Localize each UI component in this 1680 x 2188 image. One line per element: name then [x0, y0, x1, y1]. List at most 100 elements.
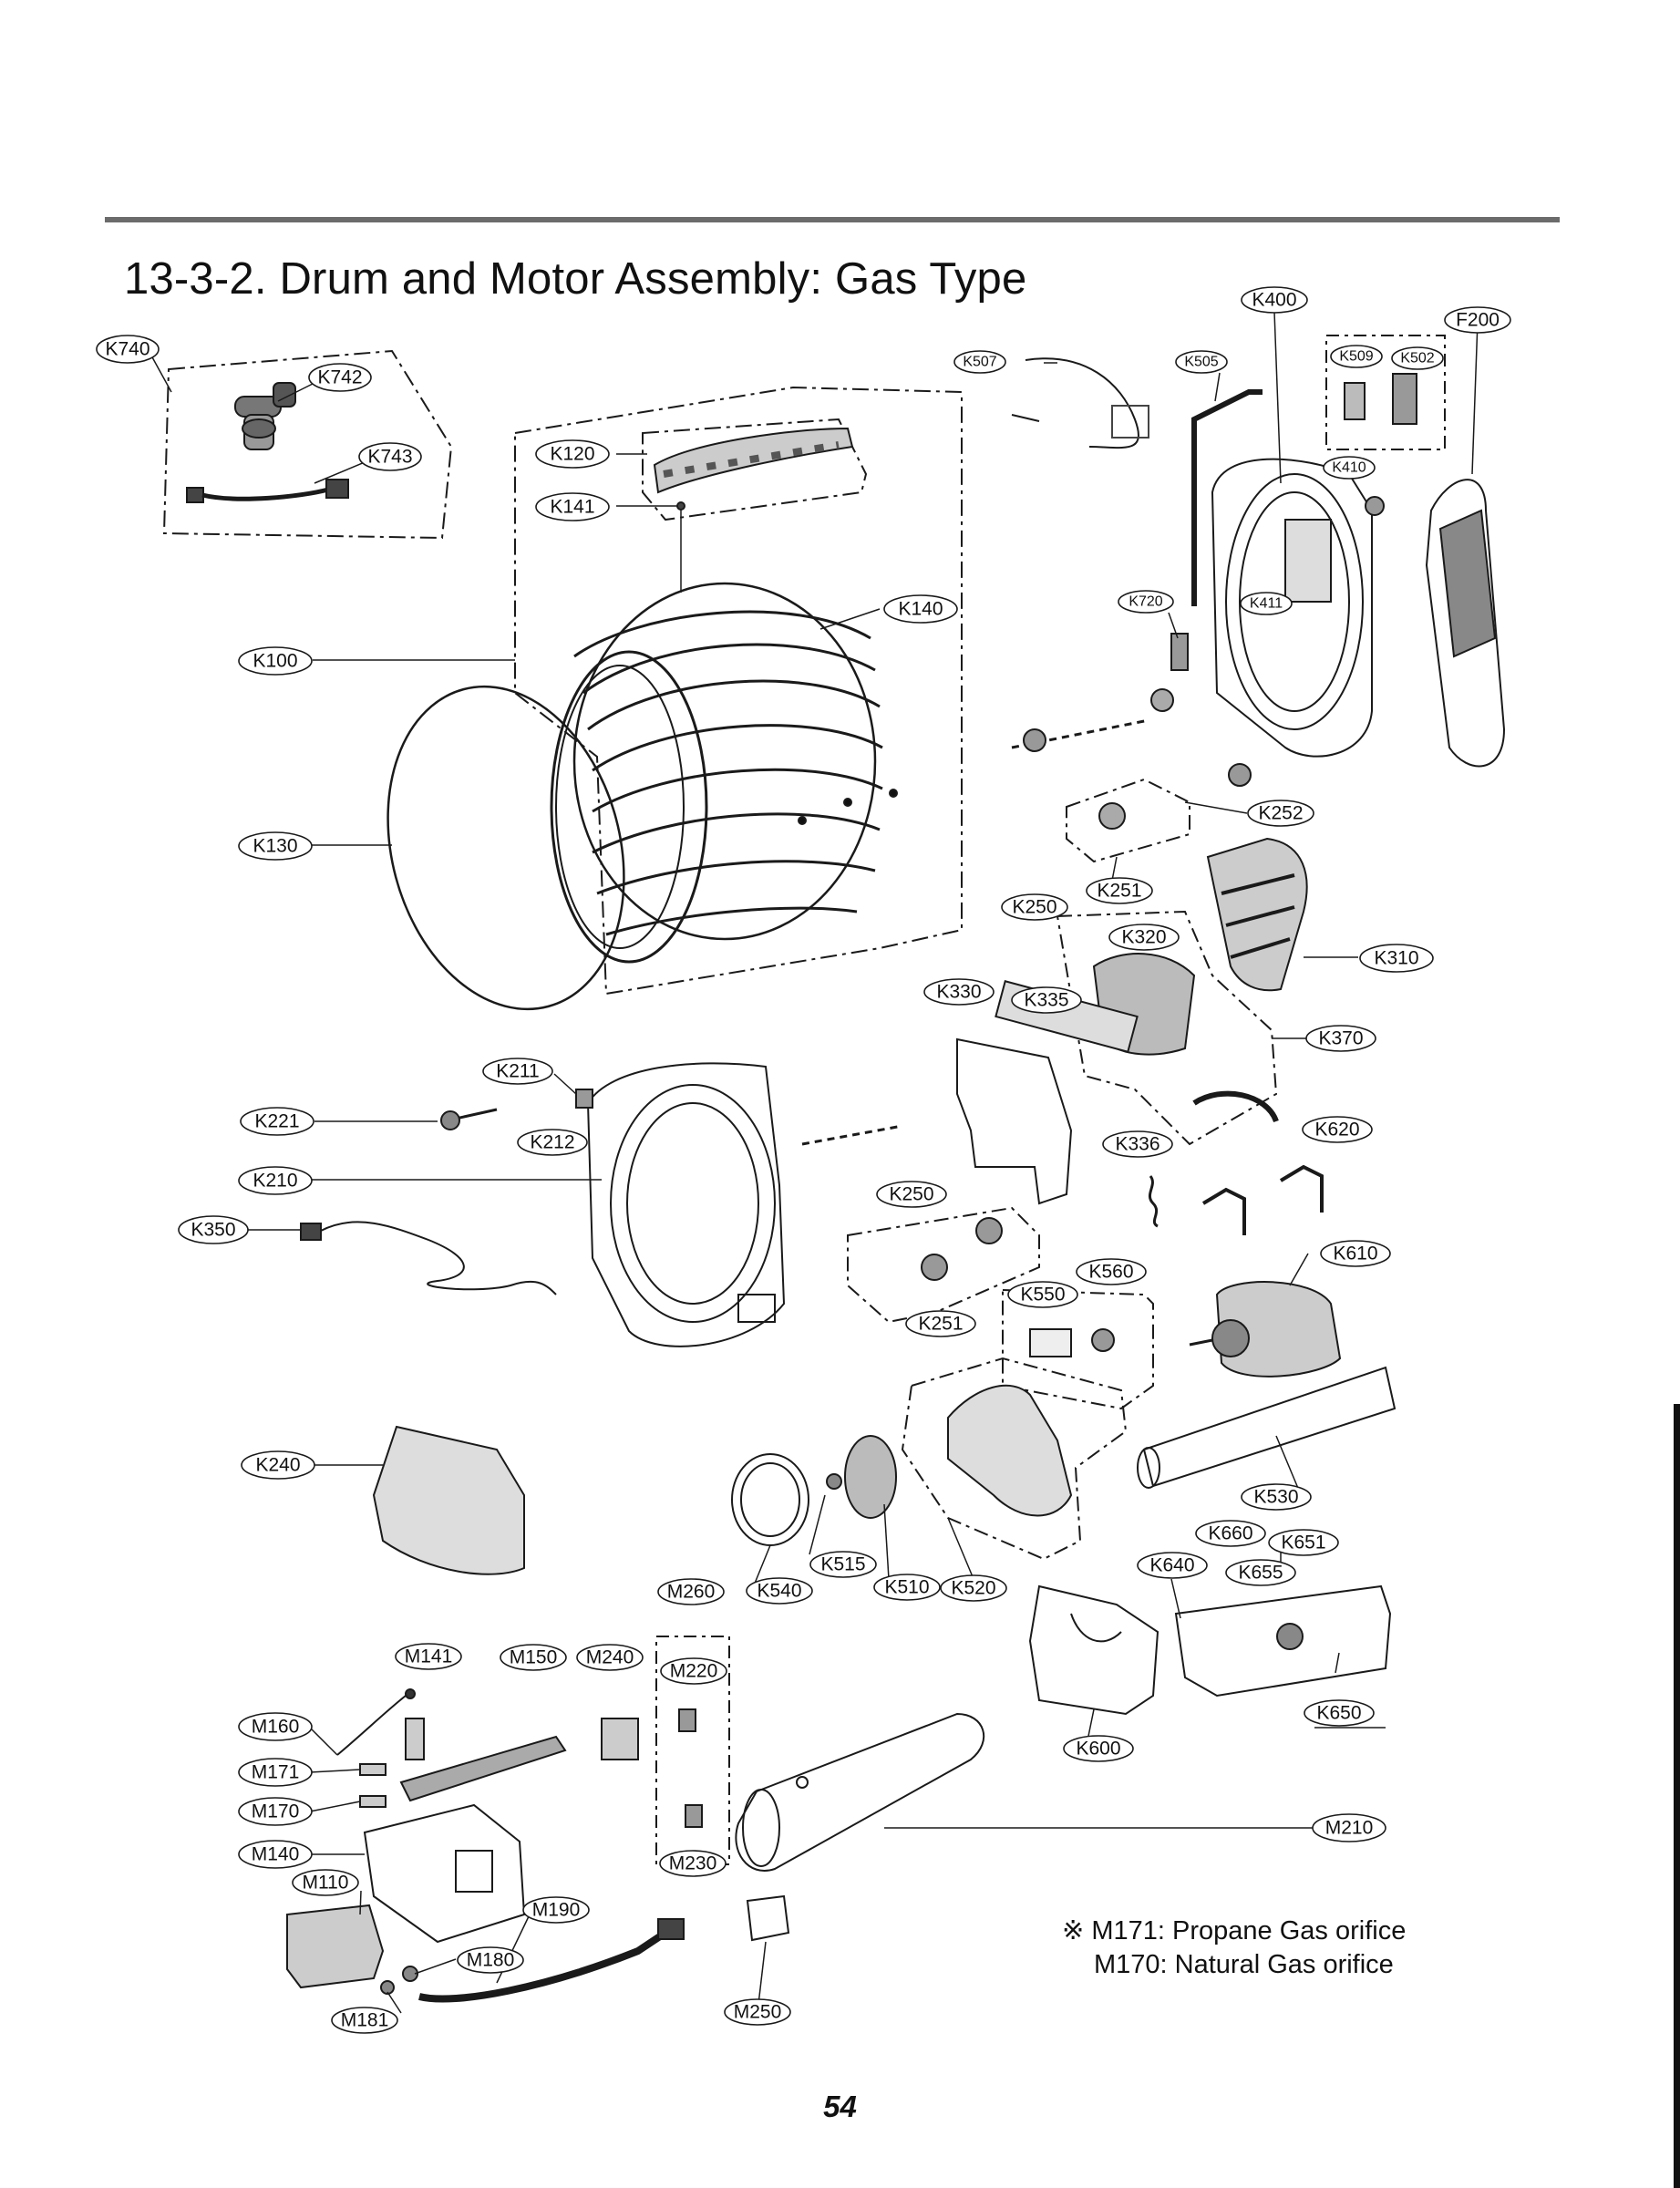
callout-m220: M220	[670, 1661, 718, 1682]
seal-k370	[1192, 1090, 1279, 1123]
gas-pipe-m190	[418, 1929, 668, 2003]
burner-tube-m210	[735, 1712, 985, 1872]
leader-lines	[150, 311, 1479, 2014]
k509-k502-group-box	[1325, 335, 1446, 450]
gas-hose-k743	[186, 479, 349, 503]
part-k550	[1029, 1328, 1072, 1357]
callout-k655: K655	[1238, 1563, 1283, 1584]
callout-m170: M170	[252, 1801, 300, 1822]
bracket-m250	[746, 1894, 790, 1942]
gas-valve-m110	[286, 1904, 385, 1989]
blower-wheel-k510	[844, 1435, 897, 1519]
callout-k410: K410	[1332, 460, 1366, 476]
callout-k210: K210	[253, 1171, 297, 1192]
bearing	[1150, 688, 1174, 712]
blower-group-boundary	[901, 1357, 1128, 1561]
callout-k330: K330	[936, 982, 981, 1003]
callout-k250-lower: K250	[889, 1184, 933, 1205]
callout-k720: K720	[1129, 594, 1162, 610]
callout-k743: K743	[367, 447, 412, 468]
pin-k221	[455, 1108, 498, 1120]
orifice-note: ※ M171: Propane Gas orifice M170: Natura…	[1062, 1914, 1406, 1982]
callout-m190: M190	[532, 1900, 581, 1921]
callout-k370: K370	[1318, 1028, 1363, 1049]
header-rule	[105, 217, 1560, 222]
drum-baffle-k120	[653, 427, 854, 494]
k320-group-boundary	[1056, 910, 1278, 1146]
callout-m150: M150	[510, 1647, 558, 1668]
callout-f200: F200	[1456, 310, 1500, 331]
part-k502	[1392, 373, 1417, 425]
callout-k740: K740	[105, 339, 149, 360]
part-m141	[405, 1718, 425, 1760]
k250-lower-box	[847, 1206, 1040, 1324]
callout-k620: K620	[1314, 1120, 1359, 1140]
callout-k221: K221	[254, 1111, 299, 1132]
callout-k250-upper: K250	[1012, 897, 1056, 918]
harness-k507	[1011, 357, 1149, 449]
callout-k320: K320	[1121, 927, 1166, 948]
drum-k100	[550, 582, 898, 964]
callout-k742: K742	[317, 367, 362, 388]
callout-k610: K610	[1333, 1244, 1377, 1264]
part-m240	[601, 1718, 639, 1760]
page-edge-tab	[1674, 1404, 1680, 2188]
filter-housing-f200	[1425, 479, 1506, 768]
k740-group-boundary	[162, 349, 453, 540]
callout-m110: M110	[303, 1873, 349, 1894]
elbow-fitting-k742	[234, 382, 296, 450]
part-m220	[678, 1708, 696, 1732]
part-m181	[380, 1980, 395, 1995]
callout-k212: K212	[530, 1132, 574, 1153]
exhaust-duct-k530	[1137, 1366, 1397, 1489]
callout-m240: M240	[586, 1647, 634, 1668]
callout-k141: K141	[550, 497, 594, 518]
callout-k505: K505	[1184, 355, 1218, 370]
callout-k520: K520	[951, 1578, 995, 1599]
callout-k240: K240	[255, 1455, 300, 1476]
callout-k336: K336	[1115, 1134, 1160, 1155]
page-title: 13-3-2. Drum and Motor Assembly: Gas Typ…	[124, 254, 1027, 304]
callout-k507: K507	[963, 355, 996, 370]
callout-m181: M181	[341, 2010, 389, 2031]
part-k560	[1091, 1328, 1115, 1352]
motor-k610	[1189, 1281, 1342, 1378]
drive-belt-k130	[387, 685, 625, 1011]
callout-m141: M141	[405, 1646, 453, 1667]
part-k720	[1170, 633, 1189, 671]
callout-k251-upper: K251	[1097, 881, 1141, 902]
callout-k650: K650	[1316, 1703, 1361, 1724]
callout-k510: K510	[884, 1577, 929, 1598]
callout-k560: K560	[1088, 1262, 1133, 1283]
reference-mark-icon: ※	[1062, 1916, 1085, 1945]
callout-k100: K100	[253, 651, 297, 672]
callout-k509: K509	[1339, 349, 1373, 365]
shaft-assembly	[1011, 718, 1149, 749]
part-m180	[402, 1966, 418, 1982]
base-bracket-k600	[1028, 1584, 1160, 1716]
part-k515	[826, 1473, 842, 1490]
harness-k350	[300, 1221, 557, 1295]
note-line-1: ※ M171: Propane Gas orifice	[1062, 1914, 1406, 1948]
callout-k530: K530	[1253, 1487, 1298, 1508]
part-m230	[685, 1804, 703, 1828]
duct-k240	[372, 1425, 525, 1575]
callout-k540: K540	[757, 1581, 801, 1602]
k550-k560-group-boundary	[1002, 1288, 1154, 1410]
callout-k502: K502	[1400, 351, 1434, 366]
callout-labels: K740 K742 K743 K120 K141 K140 K100 K130 …	[105, 290, 1499, 2031]
rear-bulkhead-k400	[1211, 458, 1373, 758]
wire-m160	[336, 1695, 407, 1756]
orifice-m170	[359, 1795, 387, 1808]
page-number: 54	[823, 2090, 857, 2123]
callout-m260: M260	[667, 1582, 716, 1603]
seal-k540	[731, 1453, 809, 1546]
callout-k411: K411	[1250, 596, 1283, 612]
burner-assembly-m150	[363, 1735, 567, 1944]
front-bulkhead-k210	[586, 1062, 786, 1347]
callout-balloons	[96, 286, 1511, 2034]
clip-k620-a	[1201, 1187, 1246, 1235]
baffle-group-boundary	[514, 386, 963, 996]
callout-k310: K310	[1374, 948, 1418, 969]
